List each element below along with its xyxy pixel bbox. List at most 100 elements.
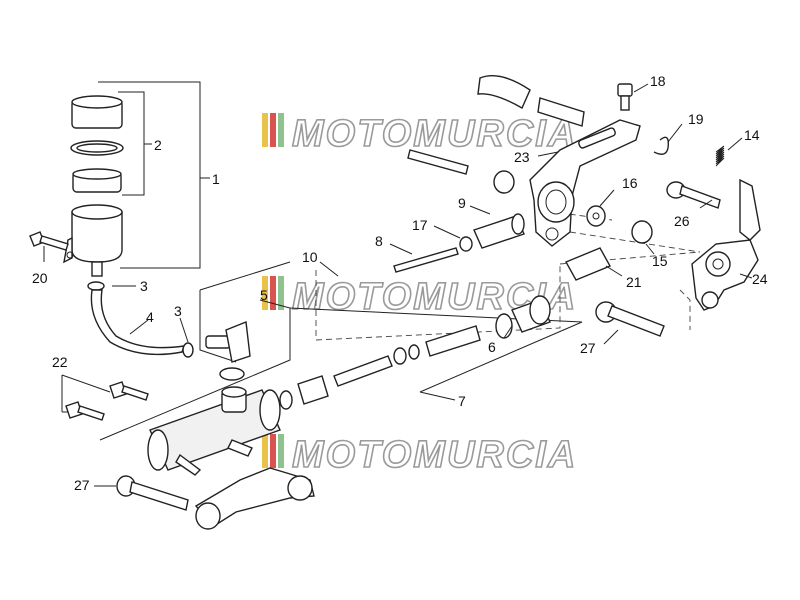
return-spring — [333, 355, 393, 387]
bolt-shank — [679, 185, 721, 209]
reservoir-cap-top — [71, 95, 123, 109]
screw-shank — [77, 405, 105, 421]
watermark-text: MOTOMURCIA — [292, 434, 577, 476]
hose-clip-top — [87, 281, 105, 291]
screw-20 — [29, 231, 69, 251]
watermark-stripe — [262, 276, 268, 310]
bolt-shank — [607, 305, 665, 337]
bush-21 — [565, 247, 611, 281]
label-10: 10 — [302, 249, 318, 265]
label-9: 9 — [458, 195, 466, 211]
leader-7 — [419, 391, 456, 401]
circlip-19 — [653, 136, 670, 155]
reservoir-bracket — [63, 236, 73, 264]
assembly-line — [679, 289, 691, 330]
washer — [408, 344, 420, 360]
piston — [425, 325, 481, 357]
o-ring — [279, 390, 293, 410]
label-2: 2 — [154, 137, 162, 153]
link-rod — [194, 467, 315, 530]
label-19: 19 — [688, 111, 704, 127]
fitting-body — [225, 321, 251, 363]
bolt-27-right — [595, 301, 665, 337]
reservoir-diaphragm-top — [72, 168, 122, 180]
lever-hub — [705, 251, 731, 277]
hose-fitting — [205, 321, 251, 381]
label-7: 7 — [458, 393, 466, 409]
screw-shank — [121, 385, 149, 401]
reservoir-seal-inner — [76, 143, 118, 153]
watermark-stripe — [270, 434, 276, 468]
push-rod-assembly — [393, 213, 525, 273]
leader — [667, 123, 683, 143]
pedal-pin — [537, 97, 585, 127]
label-3: 3 — [140, 278, 148, 294]
label-27: 27 — [580, 340, 596, 356]
pedal-lever — [529, 119, 641, 247]
fitting-nipple — [205, 335, 231, 349]
reservoir-body-top — [71, 204, 123, 220]
rubber-grip — [477, 75, 531, 109]
clevis-end — [511, 213, 525, 235]
assembly-line — [569, 231, 701, 253]
hose — [90, 289, 186, 356]
leader — [605, 265, 623, 277]
leader — [699, 199, 713, 209]
part-labels: 1 2 3 3 4 5 6 7 8 9 10 14 15 16 17 18 19… — [32, 73, 768, 493]
screw-shank — [39, 235, 69, 251]
leader — [739, 273, 753, 279]
label-16: 16 — [622, 175, 638, 191]
cylinder-mount — [175, 453, 202, 476]
spring-14 — [715, 145, 725, 167]
watermark-top: MOTOMURCIA — [262, 112, 577, 156]
label-27: 27 — [74, 477, 90, 493]
leader — [603, 329, 619, 345]
watermark-stripe — [278, 113, 284, 147]
lever-hub-bore — [712, 258, 724, 270]
leader-lines — [43, 83, 753, 487]
label-5: 5 — [260, 287, 268, 303]
leader — [389, 243, 413, 255]
push-rod — [393, 247, 459, 273]
label-23: 23 — [514, 149, 530, 165]
watermark-stripe — [278, 276, 284, 310]
piston-kit — [279, 295, 551, 410]
circlip-6 — [495, 313, 513, 339]
leader — [645, 243, 655, 255]
label-20: 20 — [32, 270, 48, 286]
lever-24 — [691, 178, 761, 311]
bolt-head — [617, 83, 633, 97]
bolt-18 — [617, 83, 633, 111]
assembly-line — [315, 264, 561, 341]
bolt-shank — [129, 481, 189, 511]
washer-16 — [586, 205, 606, 227]
link-body — [194, 467, 315, 527]
label-22: 22 — [52, 354, 68, 370]
reservoir-bracket-hole — [66, 251, 74, 259]
group-brackets — [61, 81, 583, 441]
label-4: 4 — [146, 309, 154, 325]
master-cylinder — [147, 386, 281, 476]
cylinder-inlet-top — [221, 386, 247, 398]
pedal-bolt — [407, 149, 469, 175]
bracket-1 — [98, 81, 201, 269]
lever-arm — [739, 178, 761, 241]
watermark-stripe — [262, 113, 268, 147]
cylinder-mount — [227, 439, 253, 457]
watermark-text: MOTOMURCIA — [292, 113, 577, 155]
bolt-26 — [666, 181, 721, 209]
lock-nut — [459, 236, 473, 252]
label-26: 26 — [674, 213, 690, 229]
leader — [129, 319, 149, 335]
bolt-27-left — [116, 475, 189, 511]
pedal-slot — [578, 127, 616, 149]
fitting-washer — [219, 367, 245, 381]
pedal-pivot-hole — [545, 227, 559, 241]
pedal-hub-bore — [545, 189, 567, 215]
hose-clip-bottom — [182, 342, 194, 358]
washer-16-hole — [592, 212, 600, 220]
spring-seat — [393, 347, 407, 365]
label-14: 14 — [744, 127, 760, 143]
